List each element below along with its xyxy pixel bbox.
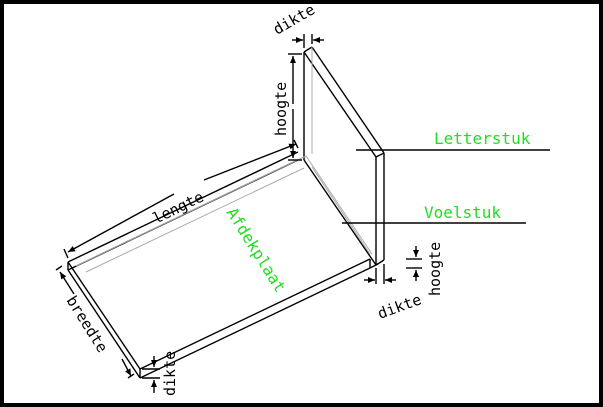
base-plate [67,151,379,379]
label-lengte: lengte [150,188,207,228]
dimension-lengte: lengte [63,139,299,259]
callout-voelstuk: Voelstuk [342,203,526,224]
dimension-hoogte-left: hoogte [272,53,302,161]
dimension-dikte-top: dikte [270,4,324,48]
hidden-lines [75,47,373,273]
label-letterstuk: Letterstuk [434,129,531,148]
dimension-dikte-bottom-right: dikte [364,264,424,323]
drawing-frame: dikte hoogte lengte breedte dikte [4,4,599,403]
label-hoogte-left: hoogte [272,82,290,136]
label-dikte-bottom-left: dikte [161,351,179,396]
dimension-breedte: breedte [55,265,135,379]
label-hoogte-right: hoogte [426,242,444,296]
dimension-dikte-bottom-left: dikte [142,351,179,396]
isometric-drawing: dikte hoogte lengte breedte dikte [55,4,550,396]
dimension-hoogte-right: hoogte [406,242,444,296]
label-voelstuk: Voelstuk [424,203,501,222]
label-afdekplaat: Afdekplaat [223,204,290,296]
callout-letterstuk: Letterstuk [356,129,550,151]
label-dikte-top: dikte [270,4,318,38]
label-dikte-bottom-right: dikte [375,290,424,322]
back-plate [303,46,385,266]
